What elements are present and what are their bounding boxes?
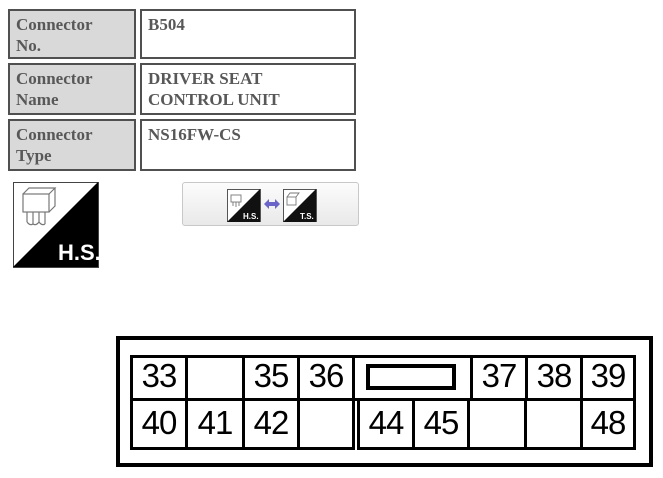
pin-empty-46 [467,398,527,450]
hs-icon-text: H.S. [58,240,99,265]
connector-no-label: Connector No. [8,9,136,59]
pin-empty-43 [297,398,355,450]
pin-33: 33 [130,355,188,401]
harness-side-connector-icon: H.S. [13,182,101,268]
hs-mini-text: H.S. [243,212,259,221]
lock-slot [366,364,456,390]
double-arrow-icon [263,197,281,209]
pin-42: 42 [242,398,300,450]
ts-mini-text: T.S. [300,212,314,221]
pin-empty-34 [185,355,245,401]
terminal-side-icon: T.S. [283,189,317,222]
pin-39: 39 [580,355,636,401]
connector-no-value: B504 [140,9,356,59]
pin-44: 44 [357,398,415,450]
connector-name-value: DRIVER SEAT CONTROL UNIT [140,63,356,115]
connector-type-value: NS16FW-CS [140,119,356,171]
pin-35: 35 [242,355,300,401]
pin-41: 41 [185,398,245,450]
pin-45: 45 [412,398,470,450]
pin-40: 40 [130,398,188,450]
pin-empty-47 [524,398,583,450]
view-toggle-button[interactable]: H.S. T.S. [182,182,359,226]
pin-37: 37 [470,355,528,401]
harness-side-icon: H.S. [227,189,261,222]
pin-36: 36 [297,355,355,401]
connector-name-label: Connector Name [8,63,136,115]
pin-48: 48 [580,398,636,450]
pin-38: 38 [525,355,583,401]
connector-type-label: Connector Type [8,119,136,171]
